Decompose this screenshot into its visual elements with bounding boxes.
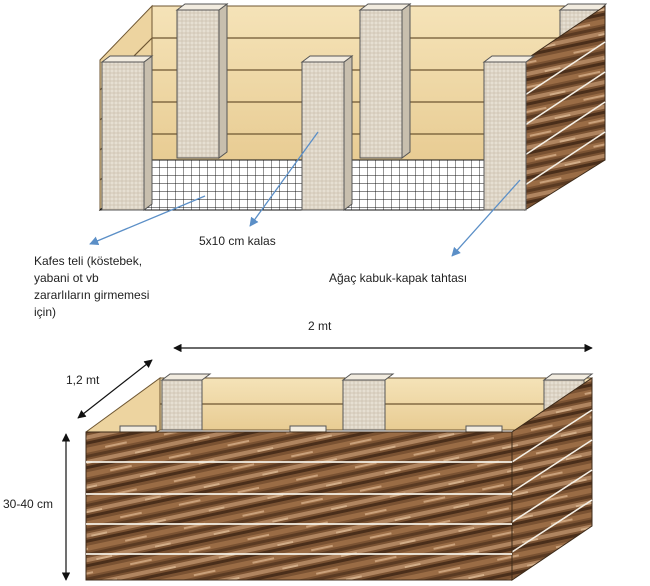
width-dimension-label: 1,2 mt: [66, 373, 100, 387]
top-front-posts: [100, 55, 536, 211]
mesh-label-line3: zararlıların girmemesi: [34, 288, 150, 302]
mesh-label-line4: için): [34, 305, 57, 319]
mesh-label-line1: Kafes teli (köstebek,: [34, 254, 143, 268]
arrow-bark: [451, 179, 521, 257]
bottom-front-bark-wall: [85, 431, 513, 581]
arrow-beam: [249, 131, 319, 227]
length-dimension-label: 2 mt: [308, 319, 332, 333]
beam-label: 5x10 cm kalas: [199, 234, 276, 248]
dimension-arrows: [61, 343, 593, 581]
mesh-label-line2: yabani ot vb: [34, 271, 99, 285]
top-box: [98, 3, 608, 212]
height-dimension-label: 30-40 cm: [3, 497, 54, 511]
arrow-mesh: [89, 195, 206, 246]
dim-width-arrow: [77, 359, 153, 419]
annotation-arrows: [89, 131, 521, 257]
mesh-label: Kafes teli (köstebek, yabani ot vb zarar…: [34, 253, 164, 321]
bark-board-label: Ağaç kabuk-kapak tahtası: [329, 271, 468, 285]
bottom-box: [85, 373, 594, 581]
